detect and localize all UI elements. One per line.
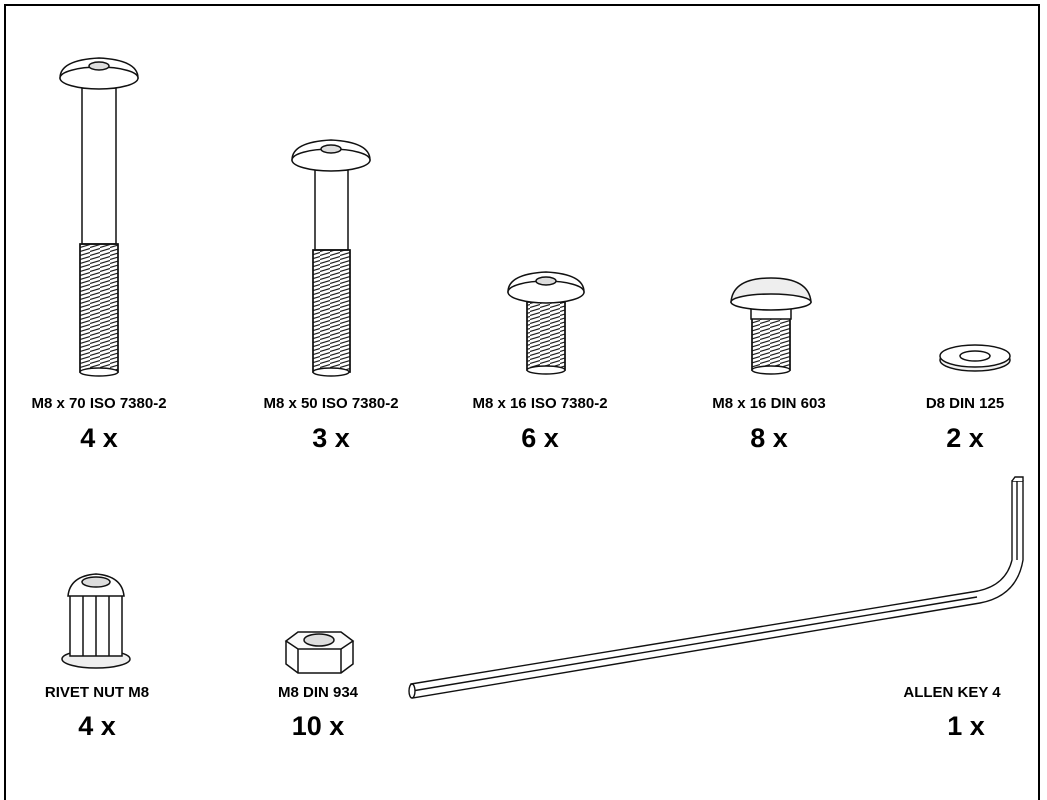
item-name-allen-key: ALLEN KEY 4 xyxy=(903,684,1001,701)
item-name-m8x70: M8 x 70 ISO 7380-2 xyxy=(31,395,167,412)
rivet-nut-icon xyxy=(61,573,131,669)
item-qty-m8x50: 3 x xyxy=(312,423,350,453)
bolt-m8x50-icon xyxy=(291,139,371,377)
item-qty-allen-key: 1 x xyxy=(947,711,985,741)
allen-key-icon xyxy=(408,476,1024,699)
carriage-bolt-icon xyxy=(730,277,812,375)
item-name-m8x16-iso: M8 x 16 ISO 7380-2 xyxy=(472,395,608,412)
diagram-frame xyxy=(4,4,1040,800)
item-qty-hex-nut: 10 x xyxy=(291,711,345,741)
washer-icon xyxy=(939,344,1011,372)
item-name-m8x50: M8 x 50 ISO 7380-2 xyxy=(263,395,399,412)
item-qty-m8x16-din603: 8 x xyxy=(750,423,788,453)
item-name-hex-nut: M8 DIN 934 xyxy=(277,684,359,701)
item-qty-rivet-nut: 4 x xyxy=(78,711,116,741)
hex-nut-icon xyxy=(284,631,355,674)
bolt-m8x16-iso-icon xyxy=(507,271,585,375)
item-name-washer: D8 DIN 125 xyxy=(925,395,1005,412)
item-qty-washer: 2 x xyxy=(946,423,984,453)
item-qty-m8x16-iso: 6 x xyxy=(521,423,559,453)
bolt-m8x70-icon xyxy=(59,57,139,377)
item-name-rivet-nut: RIVET NUT M8 xyxy=(44,684,150,701)
item-name-m8x16-din603: M8 x 16 DIN 603 xyxy=(712,395,826,412)
item-qty-m8x70: 4 x xyxy=(80,423,118,453)
